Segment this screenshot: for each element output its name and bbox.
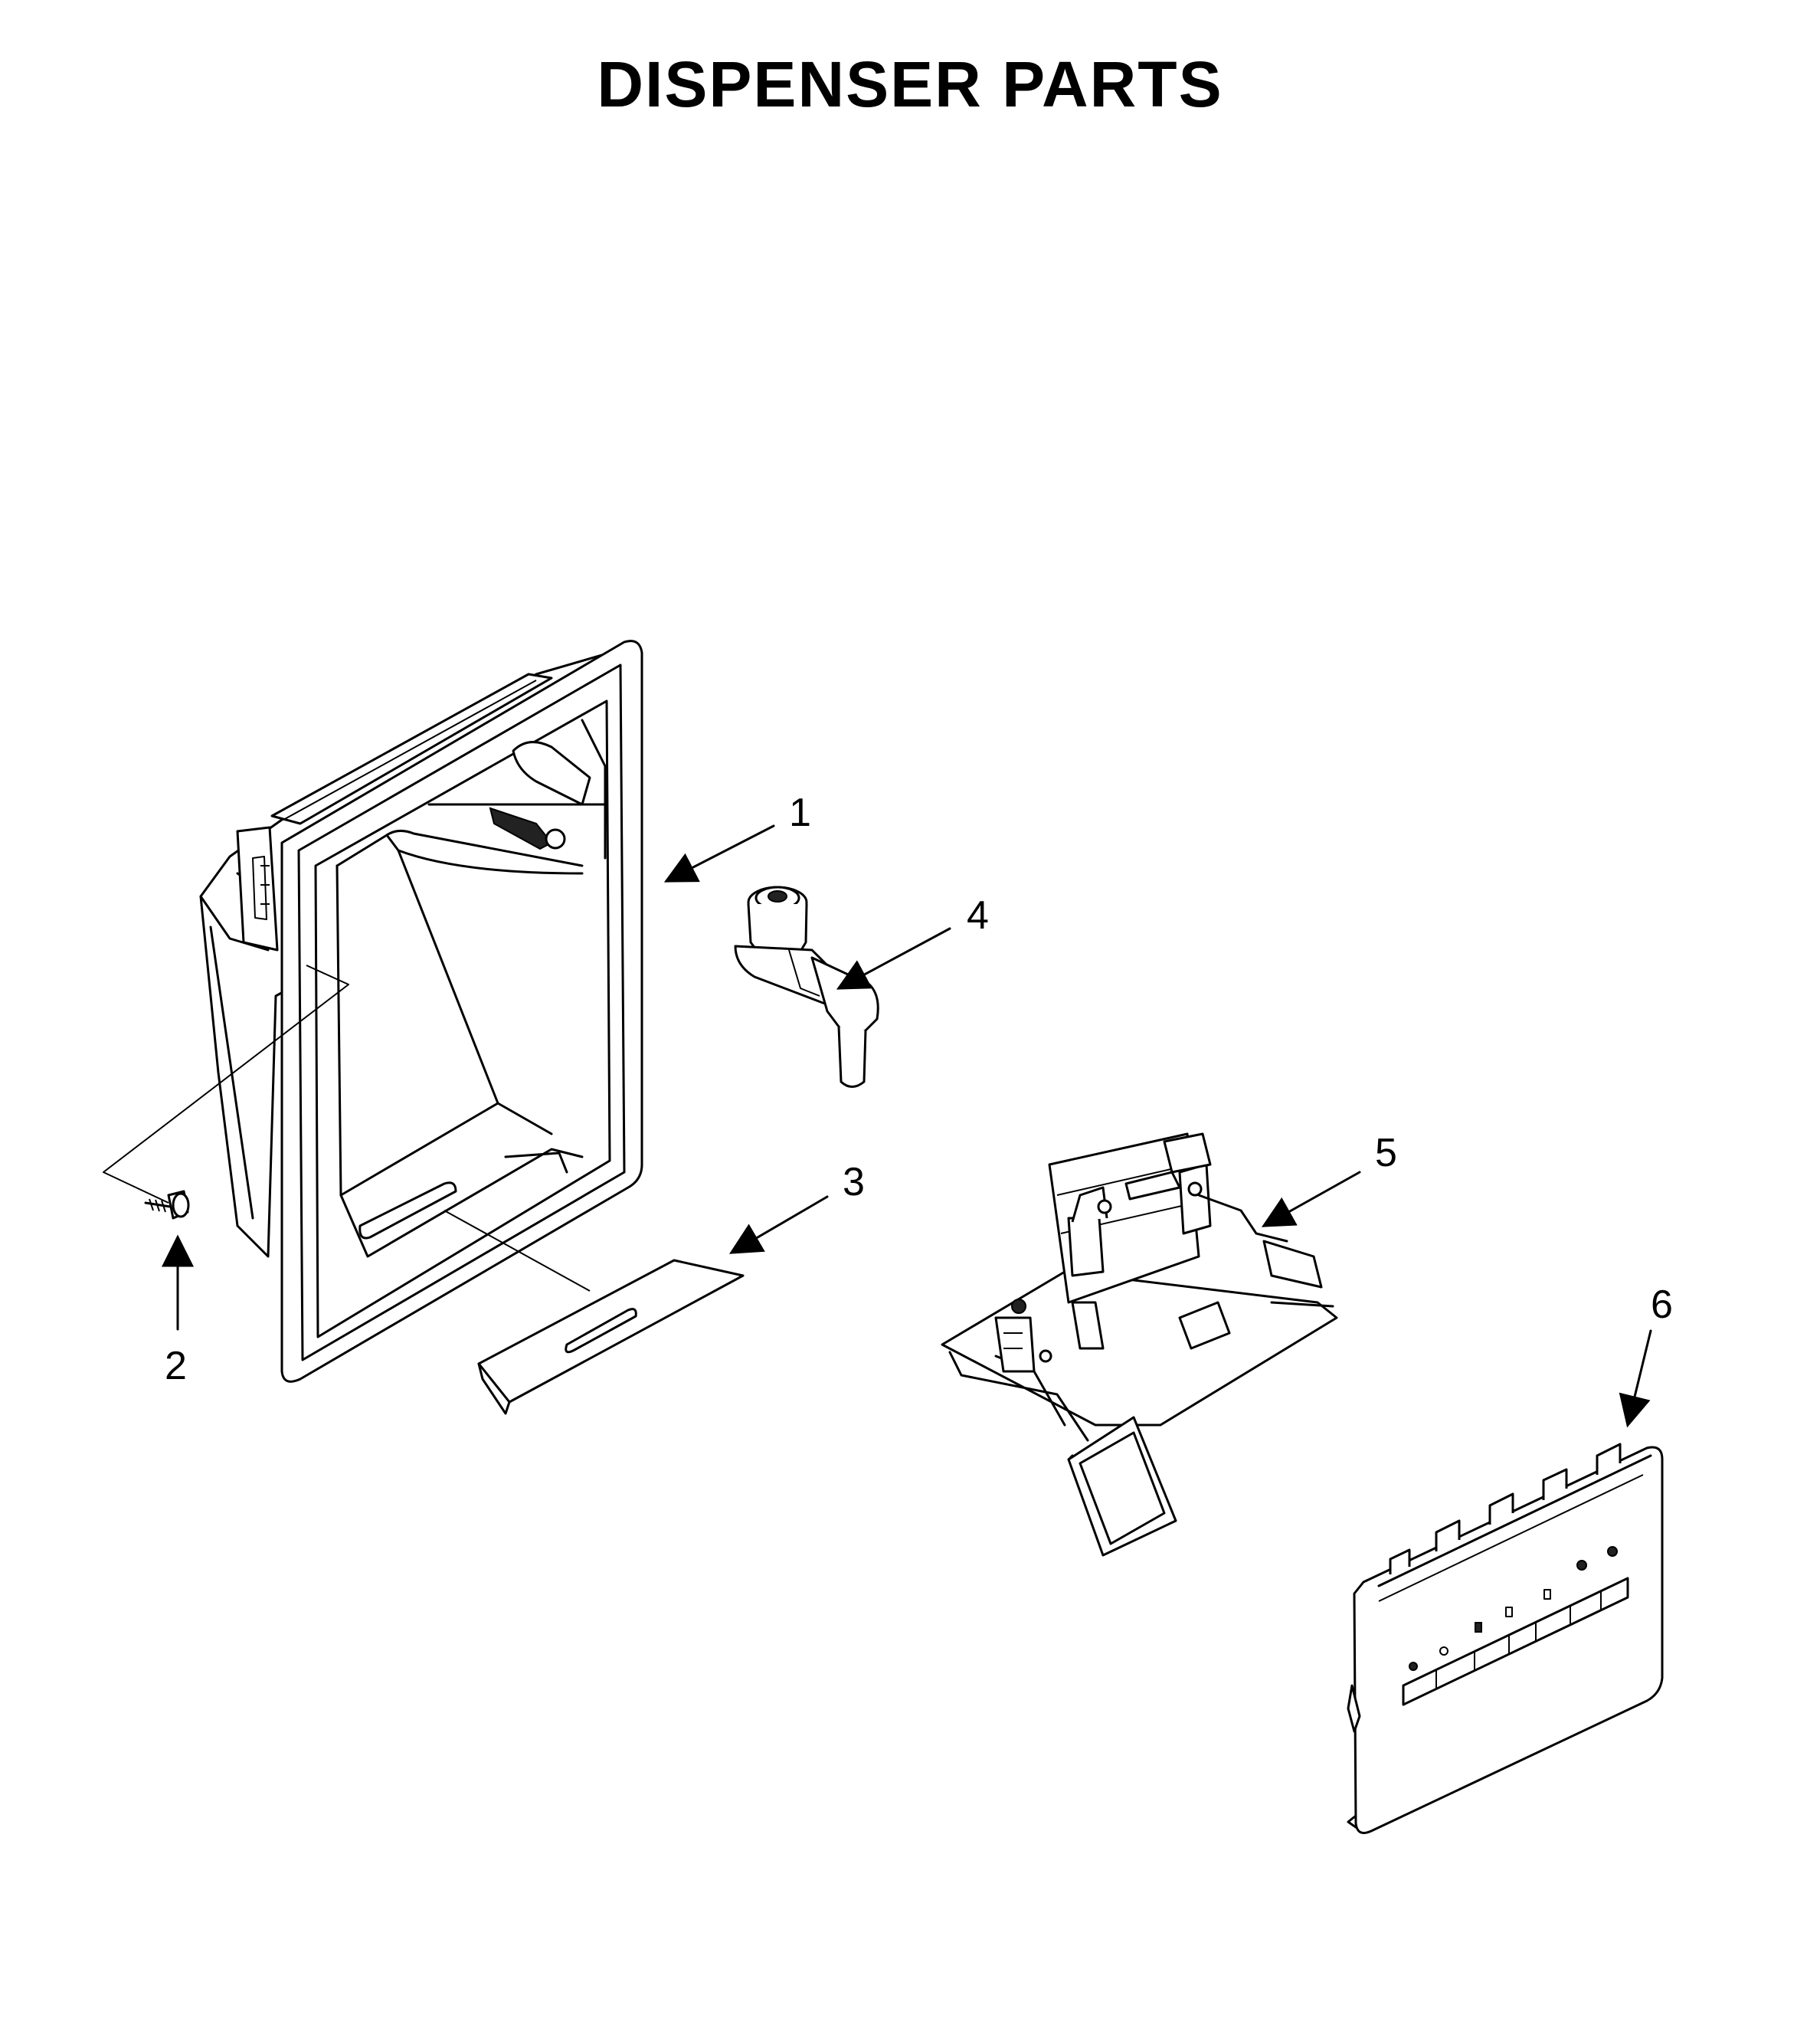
arrow-4 xyxy=(836,927,951,990)
callout-3: 3 xyxy=(843,1160,865,1204)
arrow-5 xyxy=(1261,1171,1361,1227)
callout-4: 4 xyxy=(967,893,989,938)
callout-2: 2 xyxy=(165,1344,187,1388)
nozzle-part-icon[interactable] xyxy=(734,886,879,1088)
callout-arrows xyxy=(162,824,1652,1428)
page-title: DISPENSER PARTS xyxy=(597,48,1223,120)
callout-6: 6 xyxy=(1651,1283,1673,1327)
arrow-3 xyxy=(728,1195,829,1254)
arrow-6 xyxy=(1619,1329,1652,1428)
arrow-1 xyxy=(663,824,775,883)
callout-5: 5 xyxy=(1375,1131,1397,1175)
screw-icon[interactable] xyxy=(144,1190,190,1220)
callout-1: 1 xyxy=(789,791,811,835)
lever-assembly-icon[interactable] xyxy=(941,1132,1338,1557)
control-panel-icon[interactable] xyxy=(1347,1443,1664,1834)
pad-part-icon[interactable] xyxy=(477,1259,745,1415)
housing-part-icon[interactable] xyxy=(103,640,643,1383)
